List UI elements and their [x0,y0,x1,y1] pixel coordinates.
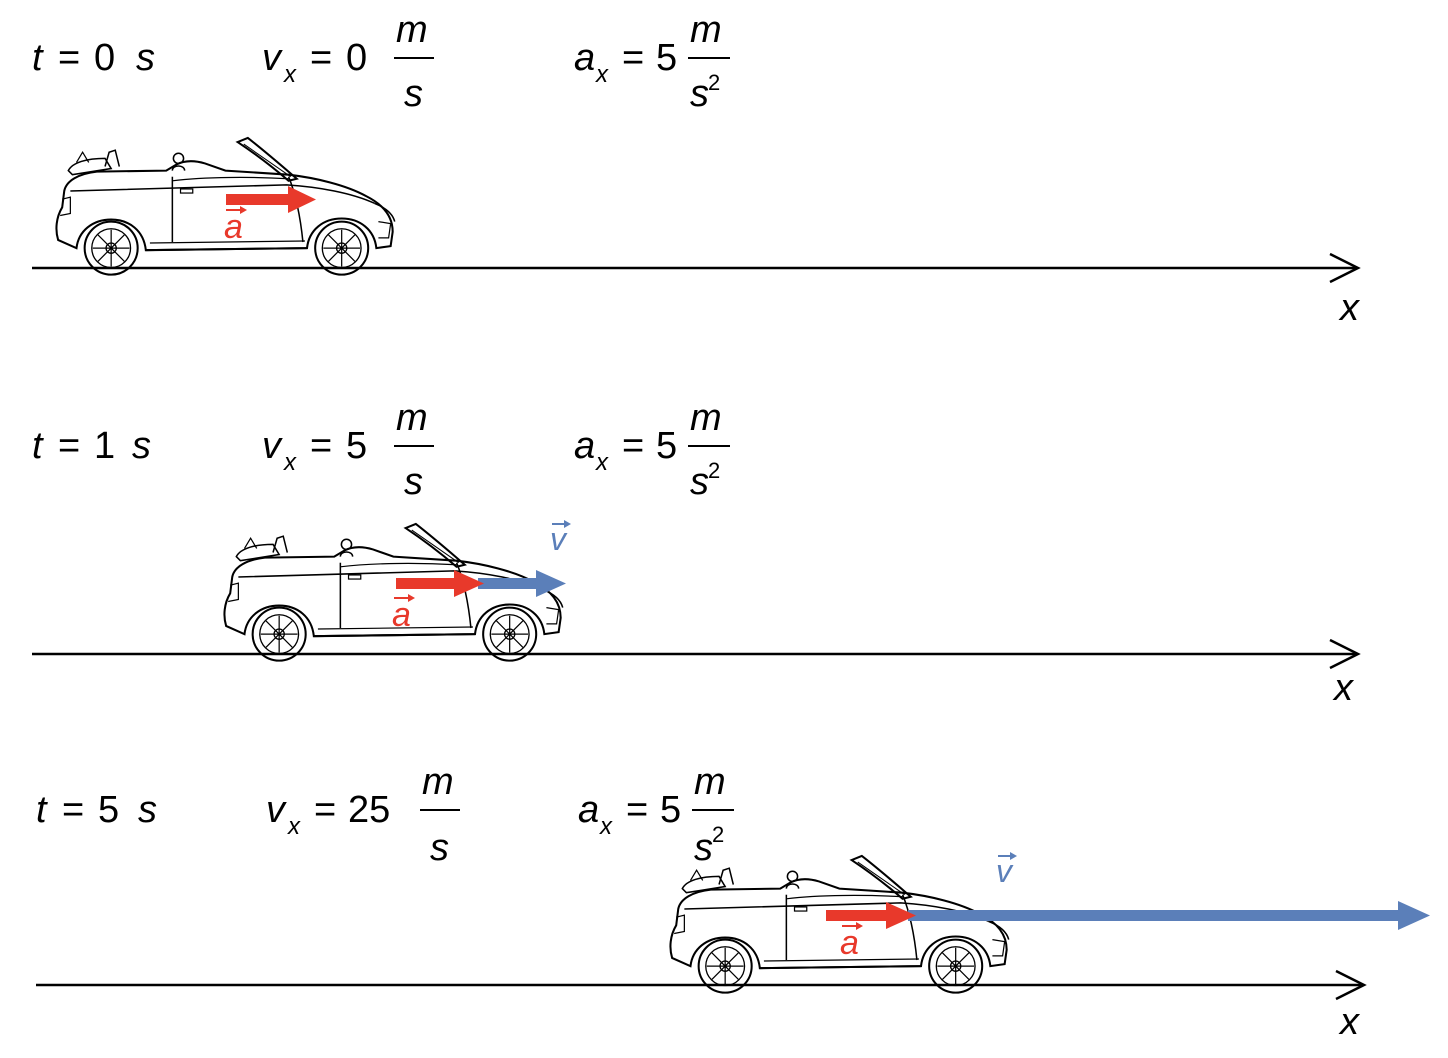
velocity-symbol: v [262,425,283,467]
velocity-vector [478,570,566,597]
time-unit: s [132,425,151,467]
acceleration-label: a [224,208,243,246]
velocity-label-arrow [998,852,1017,860]
velocity-label-arrow [552,520,571,528]
accel-unit-den: s [694,827,713,869]
time-symbol: t [36,789,48,831]
time-value: 5 [98,789,119,831]
accel-subscript: x [595,61,609,88]
accel-unit-exp: 2 [708,70,720,95]
car [55,136,396,276]
time-value: 1 [94,425,115,467]
time-unit: s [138,789,157,831]
accel-symbol: a [578,789,599,831]
velocity-subscript: x [283,61,297,88]
velocity-unit-den: s [404,73,423,115]
velocity-unit-den: s [404,461,423,503]
snapshot-3: t = 5 s v x = 25 m s a x = 5 m s 2 v [36,761,1430,1043]
accel-unit-exp: 2 [712,822,724,847]
accel-unit-num: m [690,397,722,439]
velocity-subscript: x [287,813,301,840]
equals-sign: = [314,789,336,831]
time-unit: s [136,37,155,79]
time-symbol: t [32,425,44,467]
accel-symbol: a [574,37,595,79]
acceleration-vector [826,902,916,929]
x-axis-label: x [1332,667,1355,709]
acceleration-vector [226,186,316,213]
equals-sign: = [62,789,84,831]
snapshot-1: t = 0 s v x = 0 m s a x = 5 m s 2 a [32,9,1361,329]
velocity-symbol: v [266,789,287,831]
acceleration-label: a [392,596,411,634]
accel-unit-den: s [690,461,709,503]
velocity-value: 25 [348,789,390,831]
equals-sign: = [310,425,332,467]
acceleration-vector [396,570,484,597]
acceleration-label-arrow [394,594,415,602]
x-axis [32,252,1361,284]
acceleration-label: a [840,924,859,962]
x-axis-label: x [1338,287,1361,329]
snapshot-2: t = 1 s v x = 5 m s a x = 5 m s 2 v [32,397,1361,709]
equals-sign: = [58,37,80,79]
accel-unit-num: m [690,9,722,51]
accel-value: 5 [660,789,681,831]
acceleration-label-arrow [842,922,863,930]
velocity-vector [908,901,1430,930]
velocity-value: 0 [346,37,367,79]
accel-symbol: a [574,425,595,467]
velocity-unit-num: m [396,9,428,51]
accel-subscript: x [599,813,613,840]
velocity-label: v [550,521,568,557]
x-axis-label: x [1338,1001,1361,1043]
accel-unit-exp: 2 [708,458,720,483]
equals-sign: = [310,37,332,79]
time-symbol: t [32,37,44,79]
velocity-unit-den: s [430,827,449,869]
accel-value: 5 [656,37,677,79]
velocity-unit-num: m [396,397,428,439]
accel-unit-num: m [694,761,726,803]
accel-subscript: x [595,449,609,476]
car [223,522,564,662]
equals-sign: = [626,789,648,831]
accel-unit-den: s [690,73,709,115]
velocity-symbol: v [262,37,283,79]
velocity-subscript: x [283,449,297,476]
velocity-label: v [996,853,1014,889]
x-axis [32,638,1361,670]
velocity-value: 5 [346,425,367,467]
equals-sign: = [622,425,644,467]
velocity-unit-num: m [422,761,454,803]
time-value: 0 [94,37,115,79]
acceleration-label-arrow [226,206,247,214]
equals-sign: = [58,425,80,467]
equals-sign: = [622,37,644,79]
x-axis [36,969,1367,1001]
accel-value: 5 [656,425,677,467]
